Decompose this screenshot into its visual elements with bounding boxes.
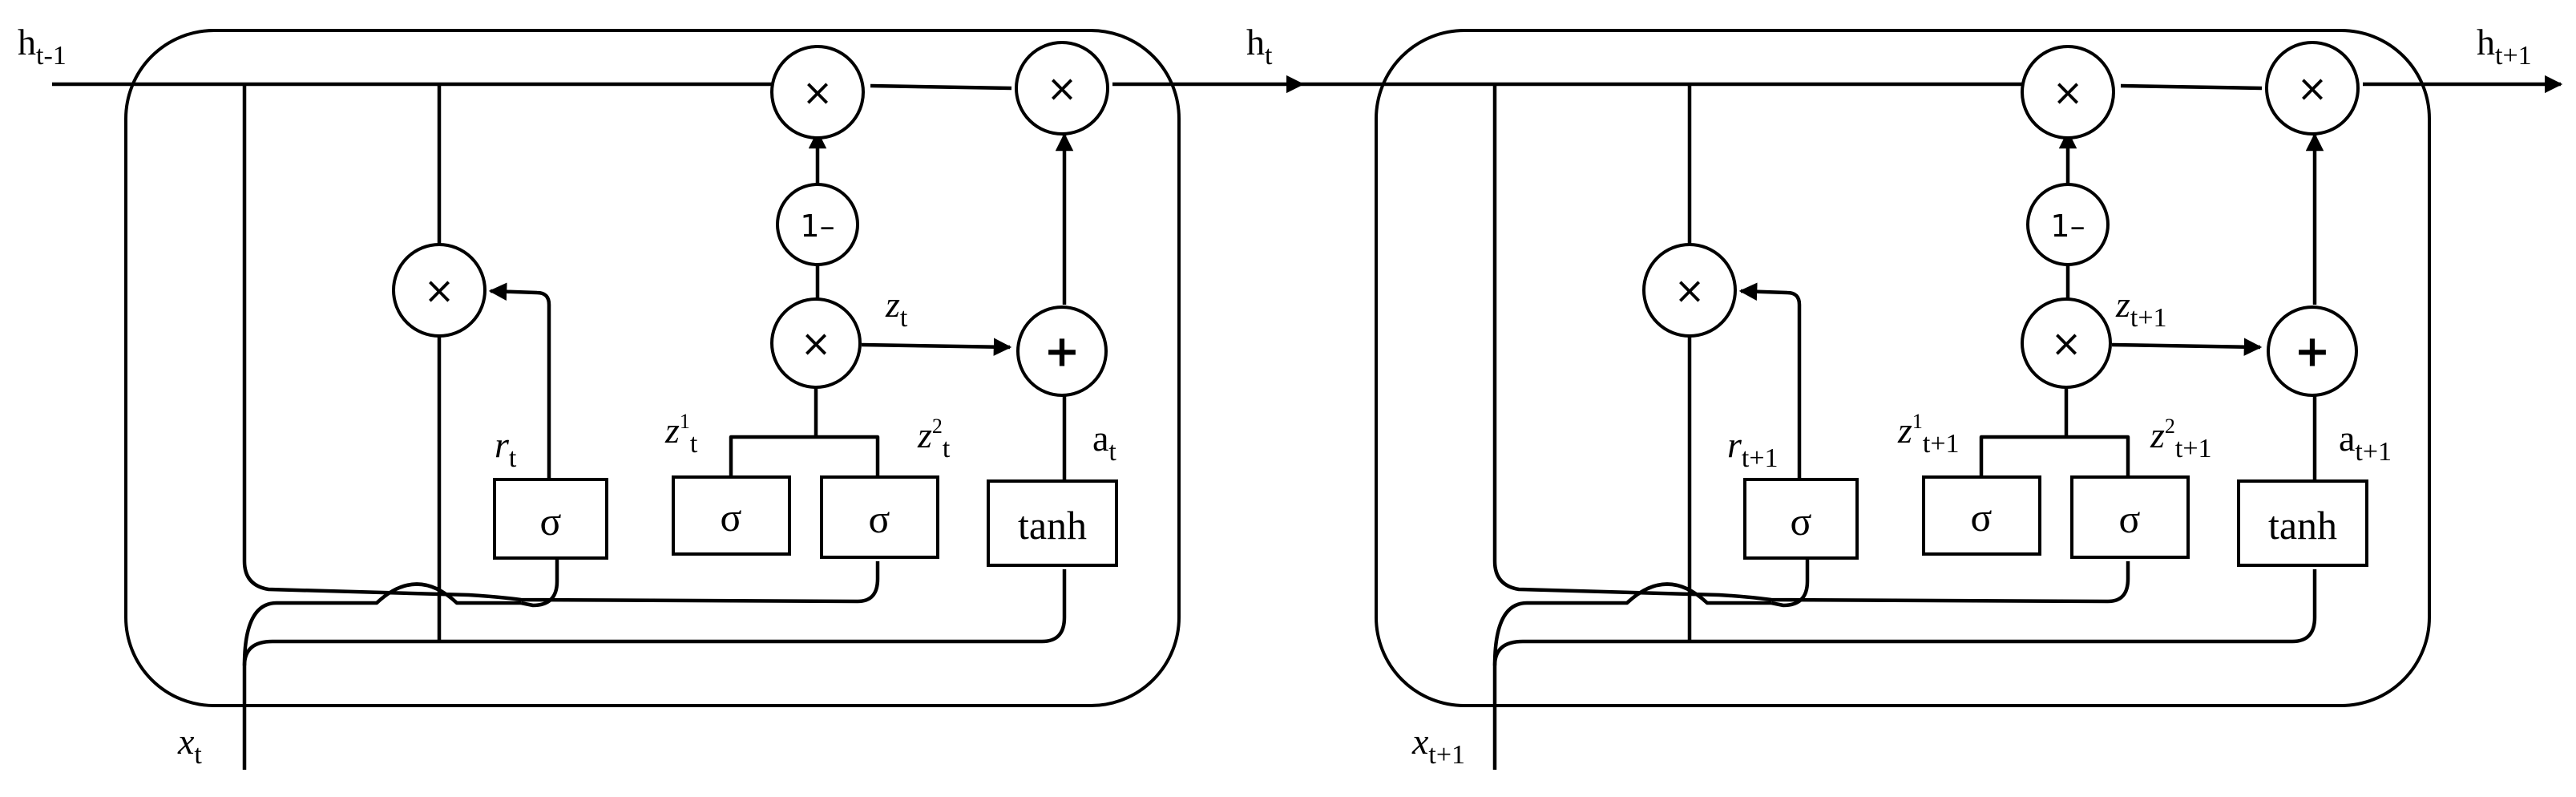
h-prev-label: ht-1 <box>18 22 67 71</box>
h-next-label: ht+1 <box>2477 22 2532 71</box>
c1-x-label: xt <box>177 721 202 770</box>
h-current-label: ht <box>1246 22 1273 71</box>
c2-mult-top-left-symbol: × <box>2053 71 2084 114</box>
c2-update-split-wire <box>1979 435 2130 477</box>
c2-z1-label: z1t+1 <box>1897 410 1960 459</box>
c1-reset-gate-sigma: σ <box>540 499 562 544</box>
c2-a-label: at+1 <box>2339 418 2392 467</box>
c1-mult-top-left-symbol: × <box>802 71 834 114</box>
c2-update-gate-1-sigma: σ <box>1971 495 1993 540</box>
c2-plus-node <box>2267 305 2358 397</box>
c2-tanh-label: tanh <box>2268 503 2337 548</box>
c2-mult-reset <box>1642 243 1737 338</box>
c1-mult-update-symbol: × <box>801 322 832 365</box>
c1-z1-label: z1t <box>664 410 698 459</box>
c2-update-gate-2-box <box>2070 475 2190 559</box>
c2-mult-top-right-symbol: × <box>2297 67 2328 110</box>
c2-mult-reset-symbol: × <box>1674 269 1706 312</box>
c1-z2-label: z2t <box>917 415 951 463</box>
c2-mult-top-left <box>2021 45 2115 140</box>
c2-z2-label: z2t+1 <box>2150 415 2212 463</box>
c1-one-minus-symbol: 1– <box>800 208 834 244</box>
c2-update-gate-2-sigma: σ <box>2119 496 2141 541</box>
cell-1-border <box>124 29 1181 707</box>
c2-z-to-plus-arrow <box>2111 338 2263 356</box>
c1-plus-node <box>1016 305 1108 397</box>
c1-tanh-label: tanh <box>1018 503 1087 548</box>
h-to-gates-wire <box>242 84 880 604</box>
c1-reset-gate-box <box>493 478 608 560</box>
c1-mult-top-right <box>1015 41 1109 136</box>
x-to-reset-gate <box>520 560 559 608</box>
c1-mult-update <box>770 297 862 389</box>
c2-tanh-box <box>2237 479 2368 567</box>
x-input-wire-upper <box>242 582 521 666</box>
c1-update-gate-1-sigma: σ <box>721 495 742 540</box>
c1-r-label: rt <box>495 424 517 473</box>
c1-one-minus-node <box>776 183 859 266</box>
c1-update-gate-2-sigma: σ <box>869 496 890 541</box>
c2-reset-gate-sigma: σ <box>1791 499 1812 544</box>
c2-update-gate-1-box <box>1922 475 2041 556</box>
c2-x-input-wire-upper <box>1492 582 1771 666</box>
z-to-plus-arrow <box>861 338 1012 356</box>
gru-cell-1: × × 1– × + × σ σ σ tanh xt rt zt at z1t … <box>52 29 1305 770</box>
c1-plus-symbol: + <box>1044 326 1080 377</box>
carry-line-1 <box>870 83 1012 91</box>
c2-z-label: zt+1 <box>2115 284 2167 333</box>
c2-mult-top-right <box>2265 41 2360 136</box>
c1-mult-top-left <box>770 45 865 140</box>
c2-one-minus-symbol: 1– <box>2050 208 2085 244</box>
reset-to-mult-arrow <box>488 282 551 479</box>
update-split-wire <box>729 435 880 477</box>
cell-2-border <box>1375 29 2431 707</box>
c2-plus-symbol: + <box>2294 326 2330 377</box>
c2-mult-update-symbol: × <box>2051 322 2082 365</box>
c2-reset-gate-box <box>1743 478 1859 560</box>
gru-cell-2: × × 1– × + × σ σ σ tanh xt+1 rt+1 zt+1 a… <box>1302 29 2563 770</box>
c1-z-label: zt <box>885 284 908 333</box>
c2-x-to-reset-gate <box>1770 560 1810 608</box>
c1-update-gate-2-box <box>820 475 939 559</box>
c2-reset-to-mult-arrow <box>1738 282 1802 479</box>
c1-mult-reset <box>392 243 487 338</box>
c1-a-label: at <box>1092 418 1116 467</box>
c2-r-label: rt+1 <box>1727 424 1779 473</box>
carry-line-2 <box>2120 83 2263 91</box>
c1-update-gate-1-box <box>672 475 791 556</box>
c1-mult-reset-symbol: × <box>424 269 455 312</box>
c1-tanh-box <box>987 479 1118 567</box>
c2-x-label: xt+1 <box>1411 721 1465 770</box>
c2-mult-update <box>2021 297 2112 389</box>
c2-h-to-gates-wire <box>1492 84 2130 604</box>
c2-one-minus-node <box>2026 183 2110 266</box>
c1-mult-top-right-symbol: × <box>1047 67 1078 110</box>
